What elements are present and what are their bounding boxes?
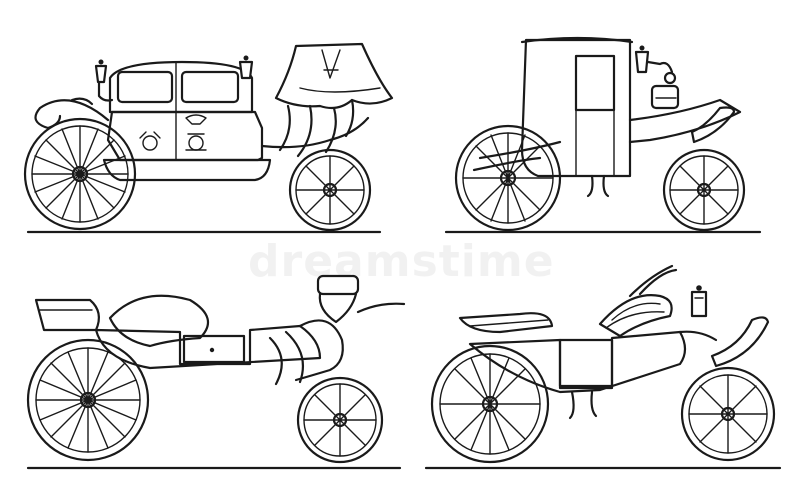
rear-wheel — [430, 344, 550, 464]
landau — [26, 274, 406, 470]
rear-wheel — [26, 338, 150, 462]
folded-hood — [598, 294, 673, 338]
window-right — [180, 70, 240, 104]
front-wheel — [680, 366, 776, 462]
front-wheel — [662, 148, 746, 232]
driver-seat — [710, 316, 770, 368]
rear-scroll — [34, 99, 110, 130]
hammer-cloth — [274, 42, 394, 110]
folded-hood — [108, 294, 210, 348]
lamp-icon — [94, 55, 254, 102]
driver-seat — [690, 106, 736, 144]
step — [568, 390, 598, 420]
front-wheel — [288, 148, 372, 232]
door-panel — [182, 334, 246, 364]
lamp-icon — [690, 285, 708, 318]
cab-window — [574, 54, 616, 112]
rear-wheel — [454, 124, 562, 232]
coach-base — [102, 158, 272, 182]
drape — [294, 319, 344, 382]
coach-roof — [108, 60, 254, 114]
brougham — [444, 36, 762, 234]
driver-box — [316, 274, 360, 296]
watermark: dreamstime — [248, 236, 555, 287]
lamp-icon — [634, 45, 677, 85]
rear-seat — [34, 298, 101, 332]
door-panel — [558, 338, 614, 388]
state-coach — [23, 42, 394, 234]
landau-body — [94, 324, 322, 370]
phaeton — [424, 264, 782, 470]
step — [586, 174, 610, 198]
rear-seat — [458, 312, 554, 334]
front-wheel — [296, 376, 384, 464]
window-left — [116, 70, 174, 104]
crest-icon — [139, 114, 207, 151]
rear-wheel — [23, 117, 137, 231]
